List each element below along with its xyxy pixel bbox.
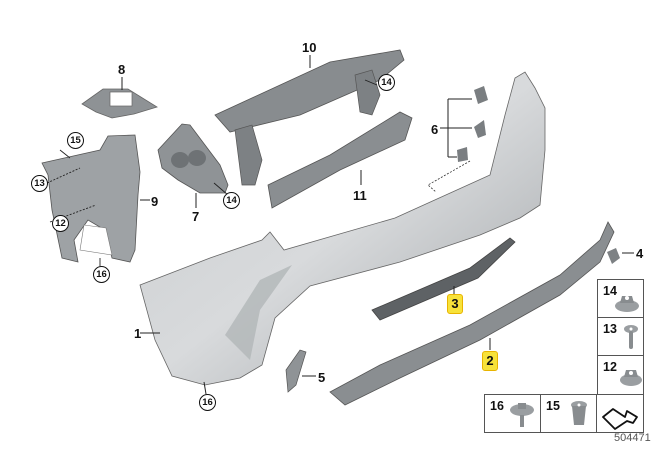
legend-cell-16: 16 — [484, 394, 541, 433]
part-8-trim — [81, 77, 158, 119]
label-part-8: 8 — [118, 62, 126, 77]
callout-16-upper: 16 — [93, 266, 110, 283]
callout-12: 12 — [52, 215, 69, 232]
legend-cell-15: 15 — [540, 394, 597, 433]
label-part-3-highlighted: 3 — [447, 294, 463, 314]
direction-arrow-icon — [602, 408, 638, 430]
part-6-clips — [427, 86, 488, 193]
part-10-carrier — [214, 49, 405, 186]
part-3-strip — [371, 237, 516, 321]
label-part-10: 10 — [302, 40, 317, 55]
label-part-1: 1 — [134, 326, 142, 341]
callout-15: 15 — [67, 132, 84, 149]
callout-14-upper: 14 — [378, 74, 395, 91]
part-1-bumper-cover — [139, 71, 546, 395]
label-part-7: 7 — [192, 209, 200, 224]
part-7-bracket — [157, 123, 229, 208]
bolt-icon — [510, 403, 534, 427]
part-11-bracket — [267, 111, 413, 209]
legend-cell-14: 14 — [597, 279, 644, 318]
callout-16-lower: 16 — [199, 394, 216, 411]
flange-nut-icon — [620, 370, 642, 386]
legend-cell-12: 12 — [597, 355, 644, 395]
diagram-reference-code: 504471 — [614, 432, 651, 444]
flange-nut-icon — [615, 296, 639, 312]
part-5-trim — [285, 349, 316, 393]
expanding-rivet-icon — [571, 401, 587, 425]
part-4-cap — [607, 248, 634, 264]
callout-13: 13 — [31, 175, 48, 192]
label-part-4: 4 — [636, 246, 644, 261]
label-part-5: 5 — [318, 370, 326, 385]
part-9-bracket — [41, 134, 150, 263]
label-part-6: 6 — [431, 122, 439, 137]
legend-cell-direction — [596, 394, 644, 433]
legend-cell-13: 13 — [597, 317, 644, 356]
callout-14-lower: 14 — [223, 192, 240, 209]
label-part-9: 9 — [151, 194, 159, 209]
label-part-11: 11 — [353, 188, 367, 203]
screw-icon — [624, 325, 638, 349]
part-2-diffuser — [329, 221, 615, 406]
label-part-2-highlighted: 2 — [482, 351, 498, 371]
